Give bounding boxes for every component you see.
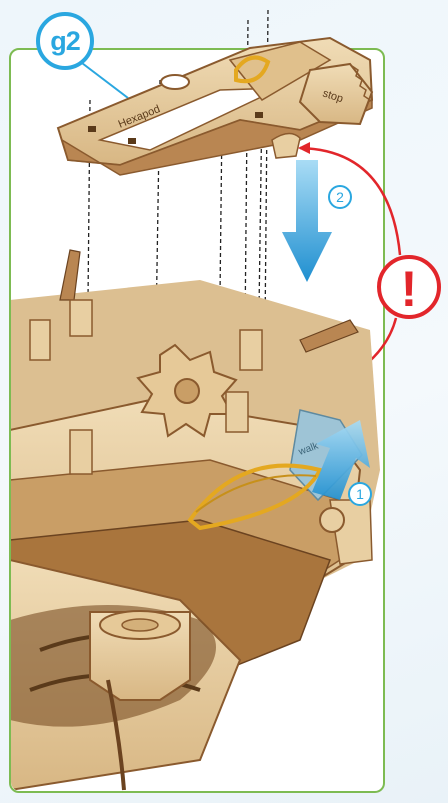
step-label: g2 xyxy=(50,26,80,57)
svg-text:2: 2 xyxy=(336,189,344,205)
warning-icon: ! xyxy=(379,257,439,317)
arrow-down-icon xyxy=(282,160,332,282)
badge-leader-line xyxy=(78,60,128,98)
step-2-callout: 2 xyxy=(329,186,351,208)
part-base-mechanism: walk xyxy=(10,250,380,790)
svg-text:1: 1 xyxy=(356,486,364,502)
step-badge: g2 xyxy=(36,12,94,70)
part-g2-plate: Hexapod stop xyxy=(58,38,372,175)
warning-symbol: ! xyxy=(401,261,418,317)
step-1-callout: 1 xyxy=(349,483,371,505)
